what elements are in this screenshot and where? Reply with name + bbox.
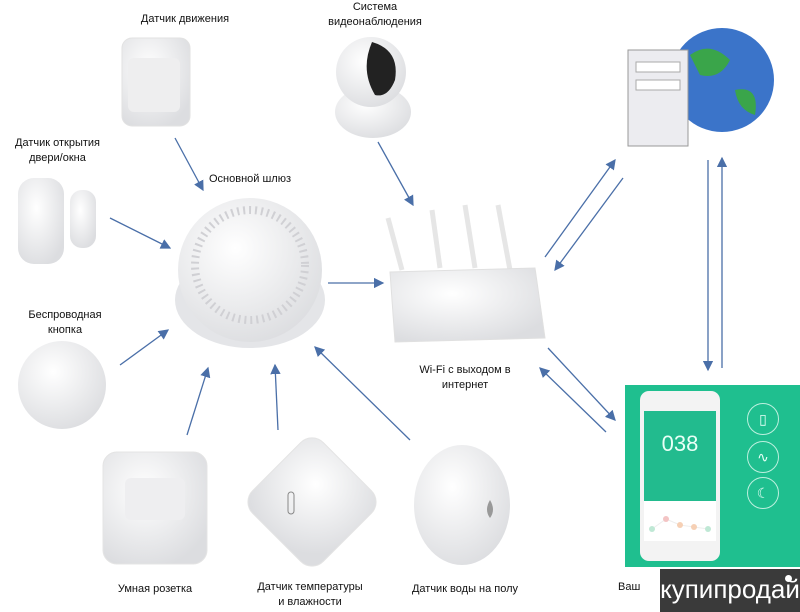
label-gateway: Основной шлюз xyxy=(208,173,292,185)
label-temp-line2: и влажности xyxy=(278,596,342,608)
phone: 038 xyxy=(640,391,720,561)
smart-socket-image xyxy=(102,451,208,565)
arrow-router-to-server xyxy=(544,158,616,258)
graph-icon: ∿ xyxy=(747,441,779,473)
watermark: купипродай xyxy=(660,569,800,612)
label-motion-sensor: Датчик движения xyxy=(140,13,230,25)
label-phone: Ваш xyxy=(618,581,641,593)
phone-reading: 038 xyxy=(661,431,699,456)
label-temp-line1: Датчик температуры xyxy=(257,581,363,593)
arrow-camera-to-router xyxy=(377,141,414,207)
phone-screen: 038 xyxy=(644,411,716,501)
door-sensor-image xyxy=(18,178,96,264)
camera-image xyxy=(335,37,411,138)
arrow-temp-to-gateway xyxy=(270,363,281,431)
motion-sensor-image xyxy=(121,37,191,127)
label-router-line1: Wi-Fi с выходом в xyxy=(419,364,511,376)
label-button-line2: кнопка xyxy=(47,324,83,336)
watermark-text: купипродай xyxy=(660,574,800,604)
arrow-button-to-gateway xyxy=(119,329,170,366)
arrow-water-to-gateway xyxy=(314,346,411,441)
arrow-router-to-phone xyxy=(547,347,616,421)
connection-arrows xyxy=(109,137,728,441)
router-image xyxy=(385,204,546,343)
wireless-button-image xyxy=(18,341,106,429)
arrow-socket-to-gateway xyxy=(186,366,211,436)
arrow-door-to-gateway xyxy=(109,217,172,249)
watermark-dot xyxy=(785,575,792,582)
arrow-phone-to-router xyxy=(539,367,607,433)
water-sensor-image xyxy=(414,445,510,565)
gateway-image xyxy=(175,198,325,348)
label-router-line2: интернет xyxy=(441,379,489,391)
arrow-motion-to-gateway xyxy=(174,137,204,192)
phone-chart xyxy=(644,501,716,541)
label-wireless-button: Беспроводная кнопка xyxy=(15,308,115,338)
label-water-sensor: Датчик воды на полу xyxy=(411,583,519,595)
phone-icon: ▯ xyxy=(747,403,779,435)
label-door-line2: двери/окна xyxy=(29,152,86,164)
server-globe-icon xyxy=(627,28,774,147)
label-door-sensor: Датчик открытия двери/окна xyxy=(0,136,115,166)
phone-app-image: 038 ▯ ∿ ☾ xyxy=(625,385,800,567)
arrow-server-to-router xyxy=(554,177,624,272)
label-camera-line2: видеонаблюдения xyxy=(328,16,422,28)
label-temp-sensor: Датчик температуры и влажности xyxy=(240,580,380,610)
temp-sensor-image xyxy=(247,437,377,567)
label-door-line1: Датчик открытия xyxy=(15,137,100,149)
label-camera: Система видеонаблюдения xyxy=(300,0,450,30)
label-router: Wi-Fi с выходом в интернет xyxy=(400,363,530,393)
label-smart-socket: Умная розетка xyxy=(117,583,193,595)
label-camera-line1: Система xyxy=(352,1,398,13)
moon-icon: ☾ xyxy=(747,477,779,509)
label-button-line1: Беспроводная xyxy=(28,309,102,321)
